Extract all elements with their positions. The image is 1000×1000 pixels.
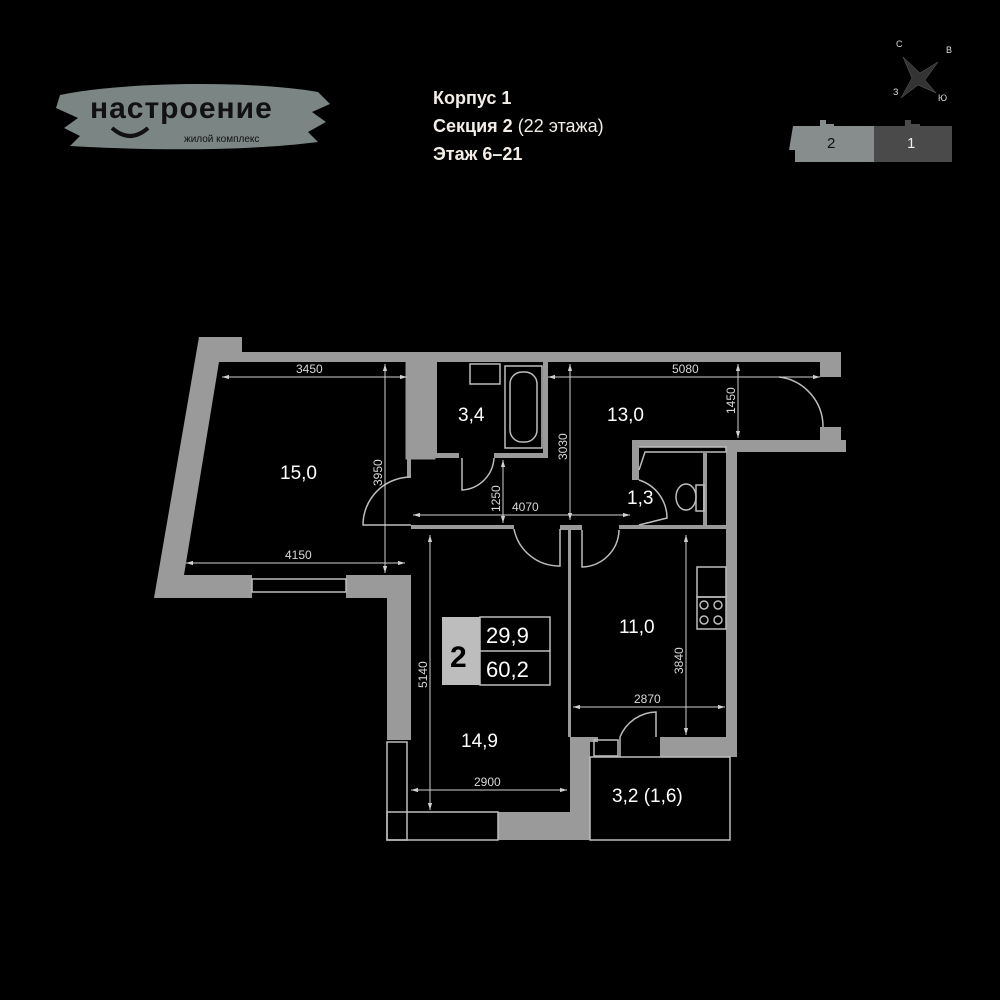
room-labels: 15,0 3,4 13,0 1,3 11,0 14,9 3,2 (1,6): [280, 405, 683, 807]
room-count: 2: [450, 641, 467, 674]
compass-east: В: [946, 45, 952, 55]
room-area-living: 15,0: [280, 463, 317, 484]
section-label: Секция 2: [433, 116, 513, 136]
dim-4150: 4150: [285, 548, 312, 562]
living-area: 29,9: [486, 623, 529, 648]
building-info: Корпус 1 Секция 2 (22 этажа) Этаж 6–21: [433, 84, 604, 168]
door: [638, 479, 668, 526]
walls: [154, 337, 846, 840]
room-area-kitchen: 11,0: [619, 617, 655, 638]
toilet-icon: [675, 483, 697, 511]
door: [461, 457, 495, 491]
dim-5140: 5140: [416, 661, 430, 688]
window: [251, 578, 347, 593]
bathtub-icon: [504, 365, 543, 449]
compass-north: С: [896, 39, 903, 49]
total-area: 60,2: [486, 657, 529, 682]
kitchen-sink-icon: [696, 566, 727, 598]
dim-5080: 5080: [672, 362, 699, 376]
dim-3950: 3950: [371, 459, 385, 486]
door: [581, 529, 620, 568]
logo-name: настроение: [90, 92, 273, 125]
sink-icon: [469, 363, 501, 385]
compass-icon: С В З Ю: [893, 39, 952, 103]
dim-1250: 1250: [489, 485, 503, 512]
section-map: 2 1: [789, 120, 952, 162]
apartment-summary: 2 29,9 60,2: [442, 616, 551, 686]
dim-2900: 2900: [474, 775, 501, 789]
fixtures: [251, 363, 731, 841]
logo-subtitle: жилой комплекс: [184, 134, 259, 145]
door: [513, 528, 561, 567]
door: [362, 476, 412, 526]
section-1[interactable]: [874, 120, 952, 162]
section-1-label: 1: [907, 135, 915, 152]
section-floors: (22 этажа): [517, 116, 604, 136]
dim-3840: 3840: [672, 647, 686, 674]
room-area-balcony: 3,2 (1,6): [612, 786, 683, 807]
entrance-door: [778, 376, 824, 428]
compass-south: Ю: [938, 93, 947, 103]
stove-icon: [696, 596, 727, 630]
dim-4070: 4070: [512, 500, 539, 514]
section-2-label: 2: [827, 135, 835, 152]
room-area-bathroom: 3,4: [458, 405, 485, 426]
dim-1450: 1450: [724, 387, 738, 414]
room-area-toilet: 1,3: [627, 488, 653, 509]
smile-icon: [110, 126, 150, 138]
section-2[interactable]: [789, 120, 874, 162]
dim-3030: 3030: [556, 433, 570, 460]
building-label: Корпус 1: [433, 88, 512, 108]
room-area-hall: 13,0: [607, 405, 644, 426]
dimension-lines: 3450 3950 4150 1250 4070 3030 5080 1450 …: [186, 362, 820, 810]
dim-3450: 3450: [296, 362, 323, 376]
floor-label: Этаж 6–21: [433, 144, 523, 164]
compass-west: З: [893, 87, 898, 97]
dim-2870: 2870: [634, 692, 661, 706]
balcony-door: [619, 711, 657, 757]
logo: настроение жилой комплекс: [56, 84, 330, 150]
room-area-bedroom: 14,9: [461, 731, 498, 752]
